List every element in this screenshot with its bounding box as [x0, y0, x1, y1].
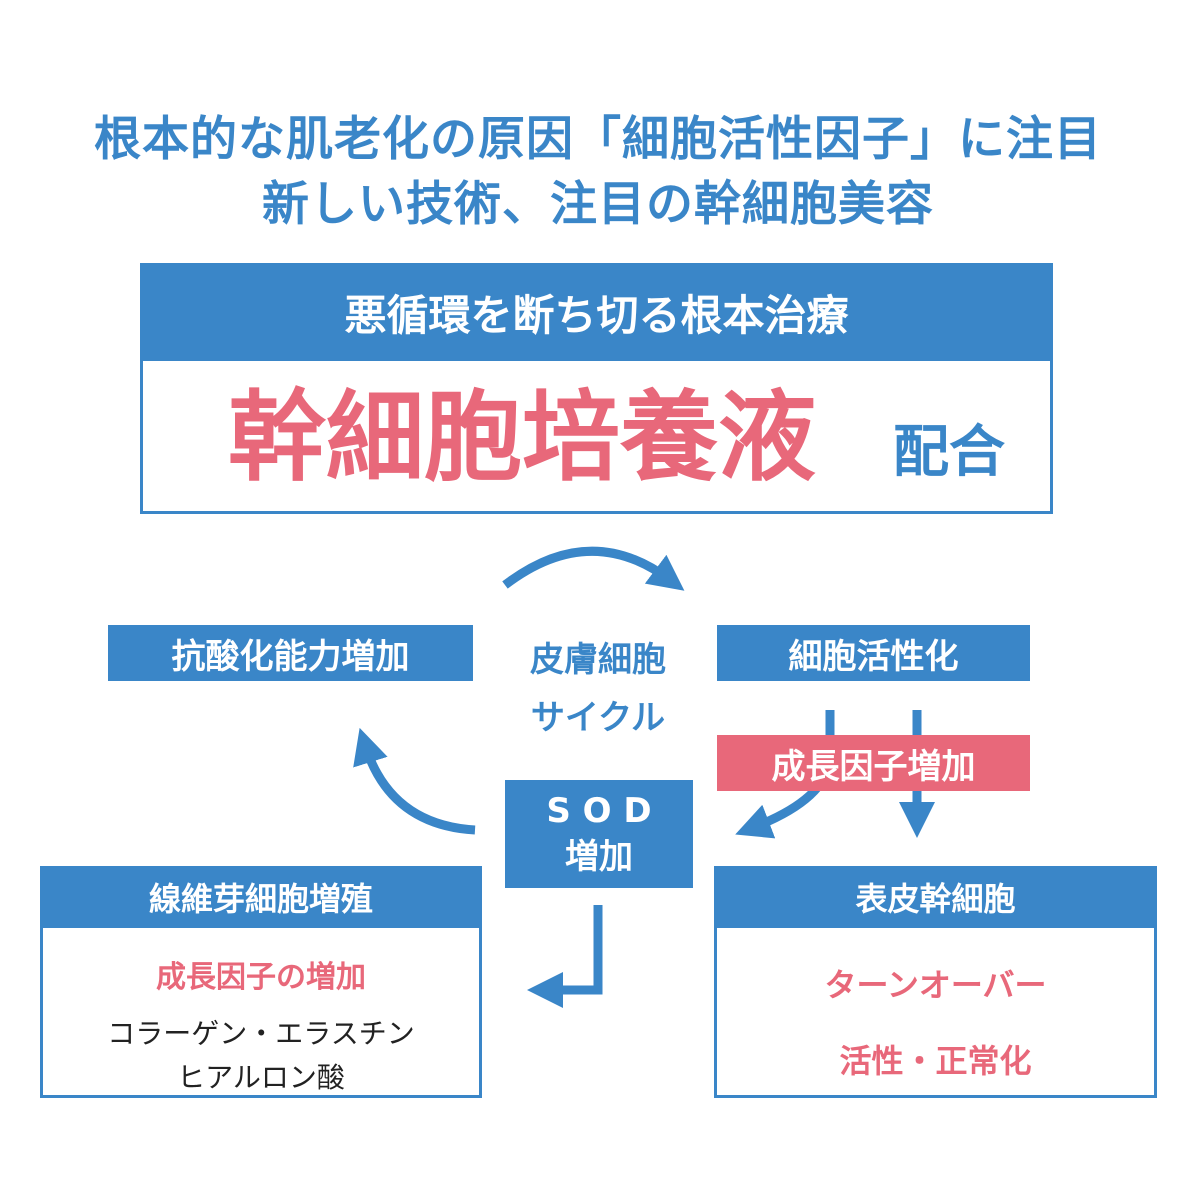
antioxidant-box: 抗酸化能力増加 [108, 625, 473, 681]
left-arc-arrow [353, 727, 476, 835]
fibroblast-highlight: 成長因子の増加 [156, 960, 366, 995]
title-line1: 根本的な肌老化の原因「細胞活性因子」に注目 [94, 112, 1102, 167]
growth-factor-box: 成長因子増加 [717, 735, 1030, 791]
top-arc-arrow [502, 546, 685, 591]
cycle-center-line2: サイクル [530, 698, 666, 738]
main-highlight: 幹細胞培養液 [228, 381, 817, 495]
elbow-arrow [527, 905, 603, 1008]
sod-box: S O D 増加 [505, 780, 693, 888]
epidermal-line2: 活性・正常化 [839, 1042, 1032, 1080]
main-suffix: 配合 [893, 420, 1005, 485]
fibroblast-line1: コラーゲン・エラスチン [107, 1017, 415, 1050]
fibroblast-line2: ヒアルロン酸 [177, 1061, 345, 1094]
epidermal-line1: ターンオーバー [824, 966, 1047, 1004]
title-line2: 新しい技術、注目の幹細胞美容 [262, 177, 934, 232]
main-box-header: 悪循環を断ち切る根本治療 [140, 263, 1053, 361]
activation-box: 細胞活性化 [717, 625, 1030, 681]
fibroblast-header: 線維芽細胞増殖 [40, 866, 482, 928]
sod-label: S O D [546, 791, 652, 831]
cycle-center-line1: 皮膚細胞 [530, 640, 666, 680]
sod-increase-label: 増加 [565, 837, 633, 877]
epidermal-header: 表皮幹細胞 [714, 866, 1157, 928]
